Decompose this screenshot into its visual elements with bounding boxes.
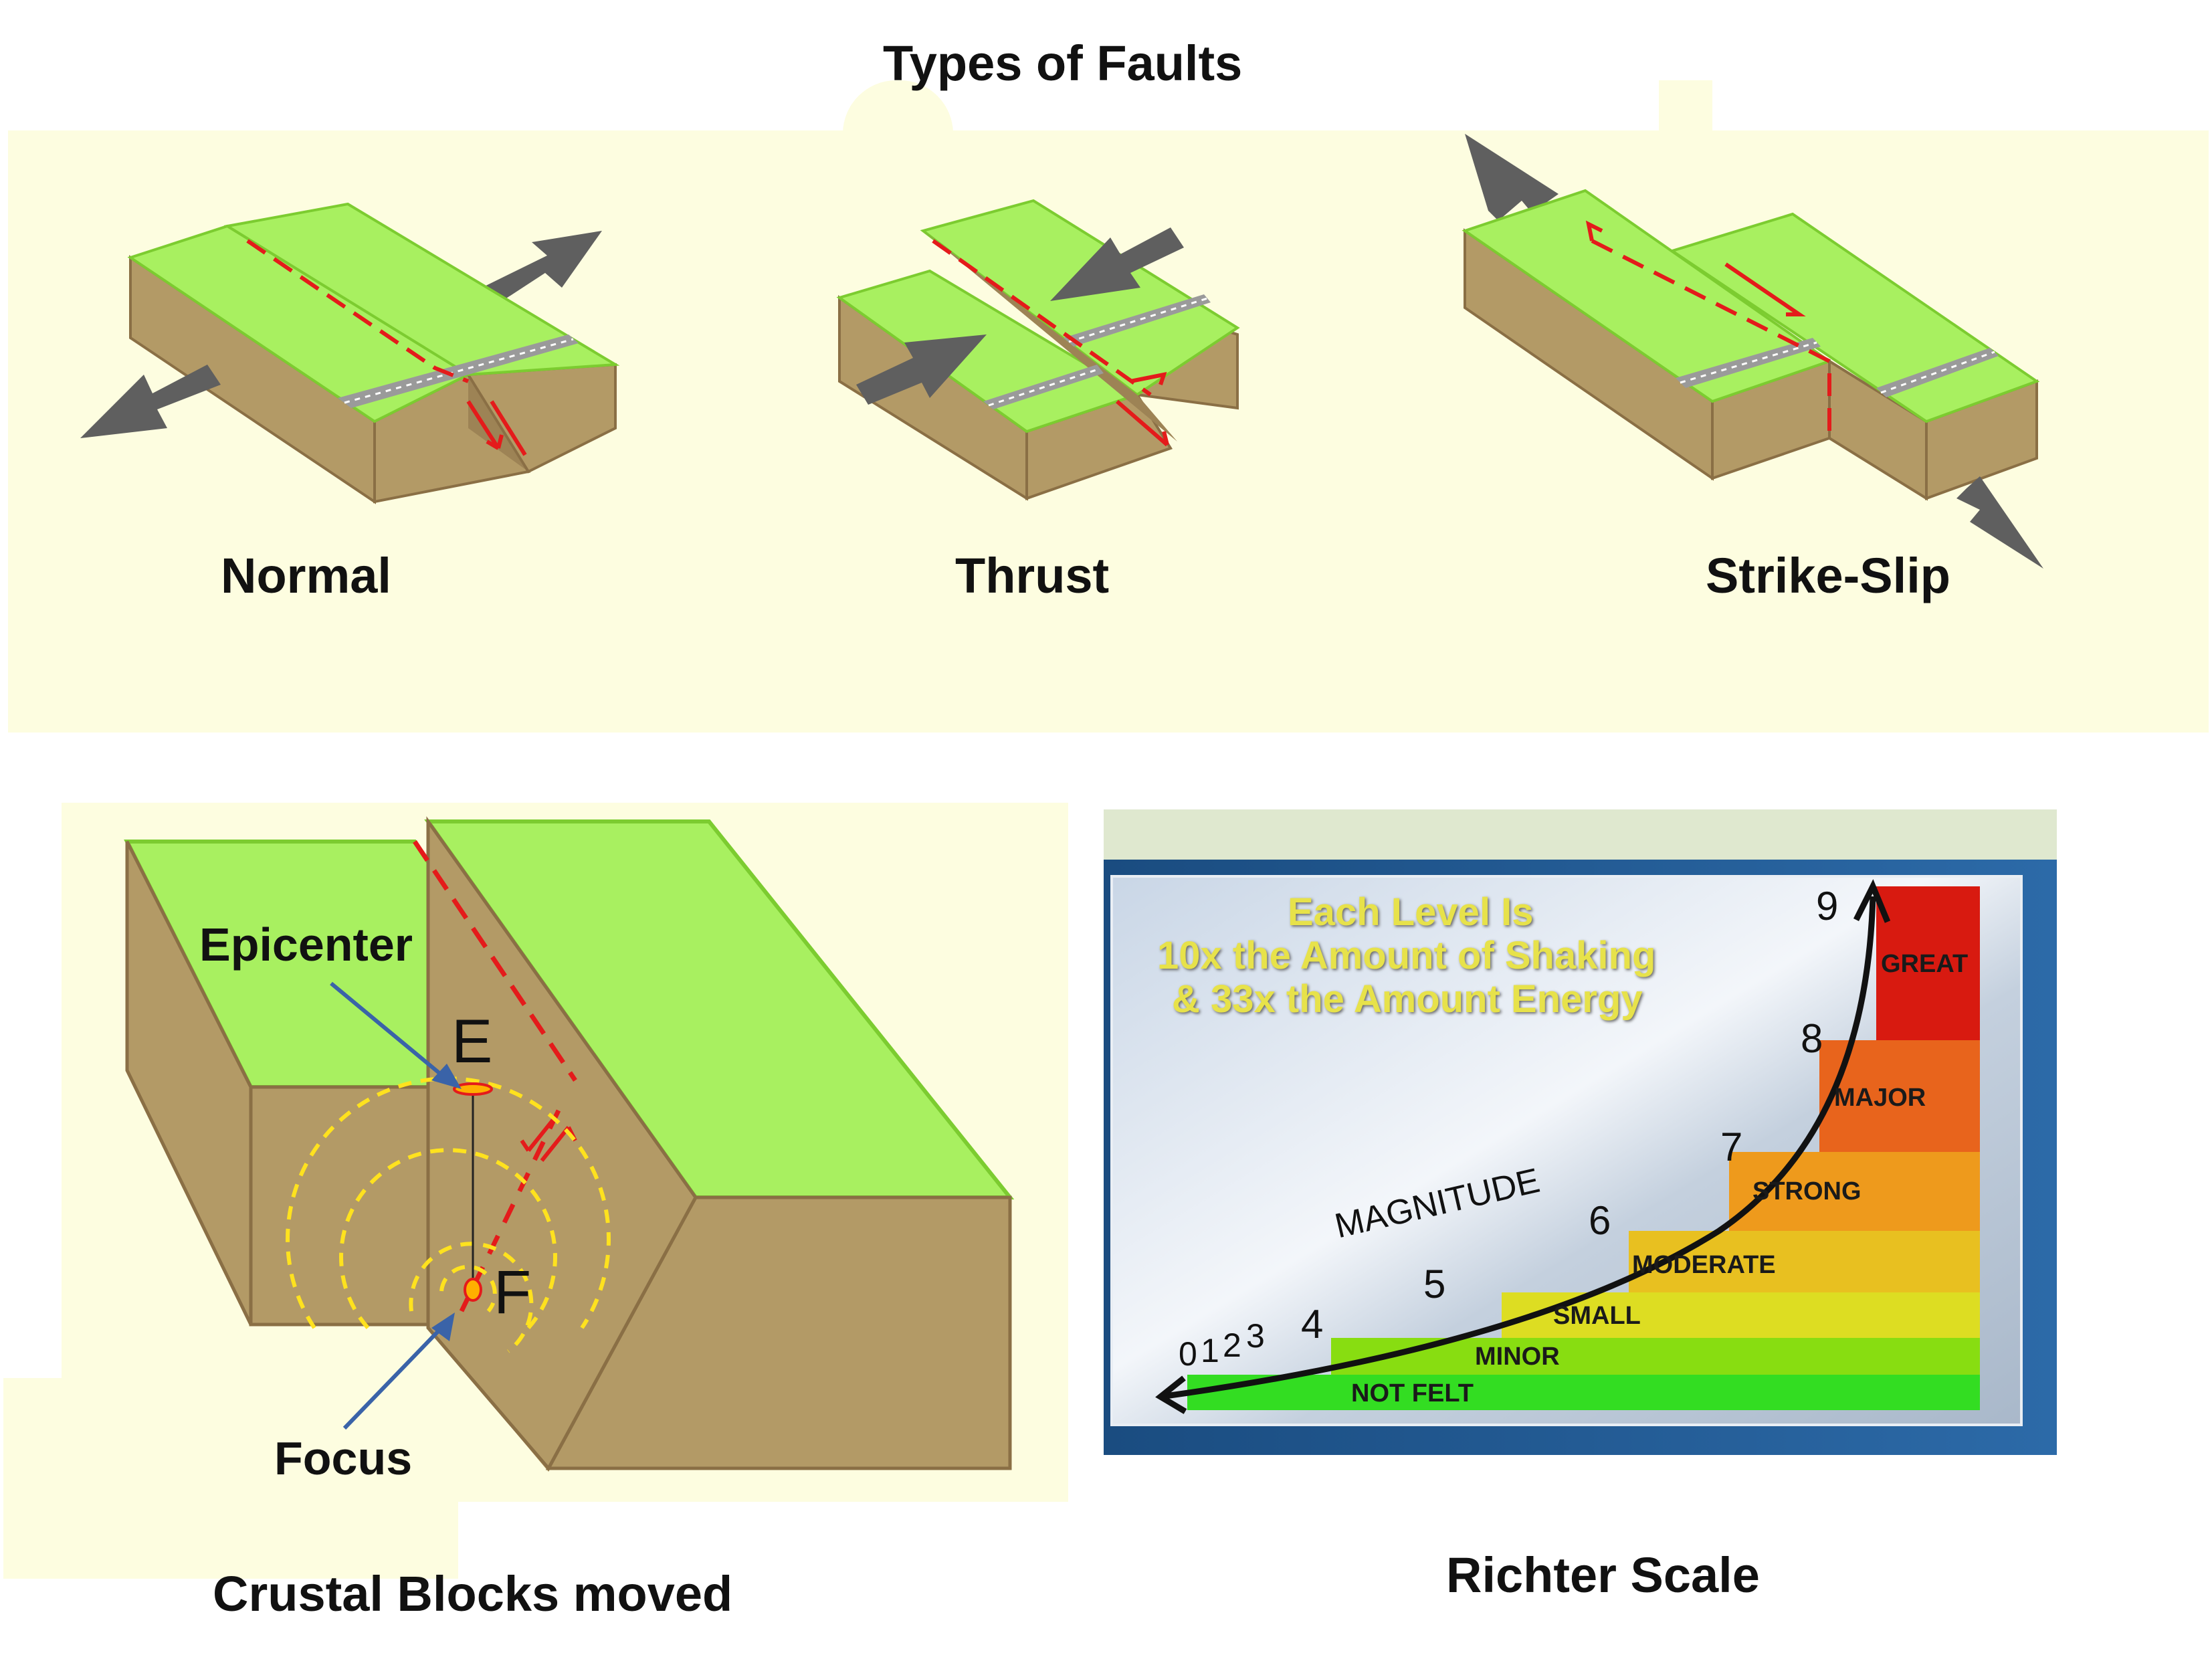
richter-heading-line-1: Each Level Is	[1288, 890, 1534, 935]
thrust-fault-diagram	[839, 201, 1237, 498]
normal-arrow-left	[80, 365, 221, 438]
magnitude-number: 8	[1801, 1015, 1823, 1062]
richter-caption: Richter Scale	[1446, 1547, 1760, 1603]
epicenter-label: Epicenter	[199, 918, 413, 971]
strike-slip-fault-diagram	[1465, 134, 2043, 569]
magnitude-number: 3	[1246, 1316, 1265, 1355]
magnitude-number: 1	[1201, 1331, 1219, 1370]
richter-category-label: MODERATE	[1632, 1251, 1776, 1280]
magnitude-number: 2	[1223, 1326, 1241, 1365]
richter-category-label: GREAT	[1881, 950, 1968, 979]
magnitude-number: 7	[1720, 1124, 1742, 1170]
fault-label-thrust: Thrust	[955, 547, 1109, 604]
focus-marker	[465, 1279, 481, 1300]
magnitude-number: 4	[1301, 1301, 1323, 1347]
focus-label: Focus	[274, 1432, 412, 1485]
epicenter-marker	[454, 1084, 492, 1094]
epicenter-letter: E	[451, 1007, 492, 1077]
magnitude-number: 0	[1179, 1335, 1197, 1373]
focus-pointer	[344, 1328, 441, 1428]
richter-category-label: STRONG	[1752, 1177, 1862, 1206]
richter-category-label: MINOR	[1475, 1343, 1560, 1371]
magnitude-number: 6	[1589, 1197, 1611, 1244]
magnitude-number: 5	[1423, 1261, 1445, 1307]
richter-band-not-felt	[1187, 1375, 1980, 1410]
crustal-caption: Crustal Blocks moved	[213, 1565, 732, 1622]
richter-scale-graphic	[1104, 809, 2057, 1455]
magnitude-number: 9	[1816, 883, 1838, 929]
fault-label-strike-slip: Strike-Slip	[1706, 547, 1950, 604]
richter-category-label: SMALL	[1553, 1302, 1641, 1331]
focus-letter: F	[494, 1258, 531, 1328]
normal-fault-diagram	[80, 204, 615, 502]
richter-heading-line-2: 10x the Amount of Shaking	[1157, 933, 1655, 978]
strikeslip-arrow-bottomright	[1956, 476, 2043, 569]
richter-top-strip	[1104, 809, 2057, 860]
fault-label-normal: Normal	[221, 547, 391, 604]
richter-category-label: NOT FELT	[1351, 1379, 1474, 1408]
page-title: Types of Faults	[883, 35, 1242, 92]
richter-category-label: MAJOR	[1834, 1084, 1926, 1112]
richter-heading-line-3: & 33x the Amount Energy	[1172, 977, 1643, 1021]
